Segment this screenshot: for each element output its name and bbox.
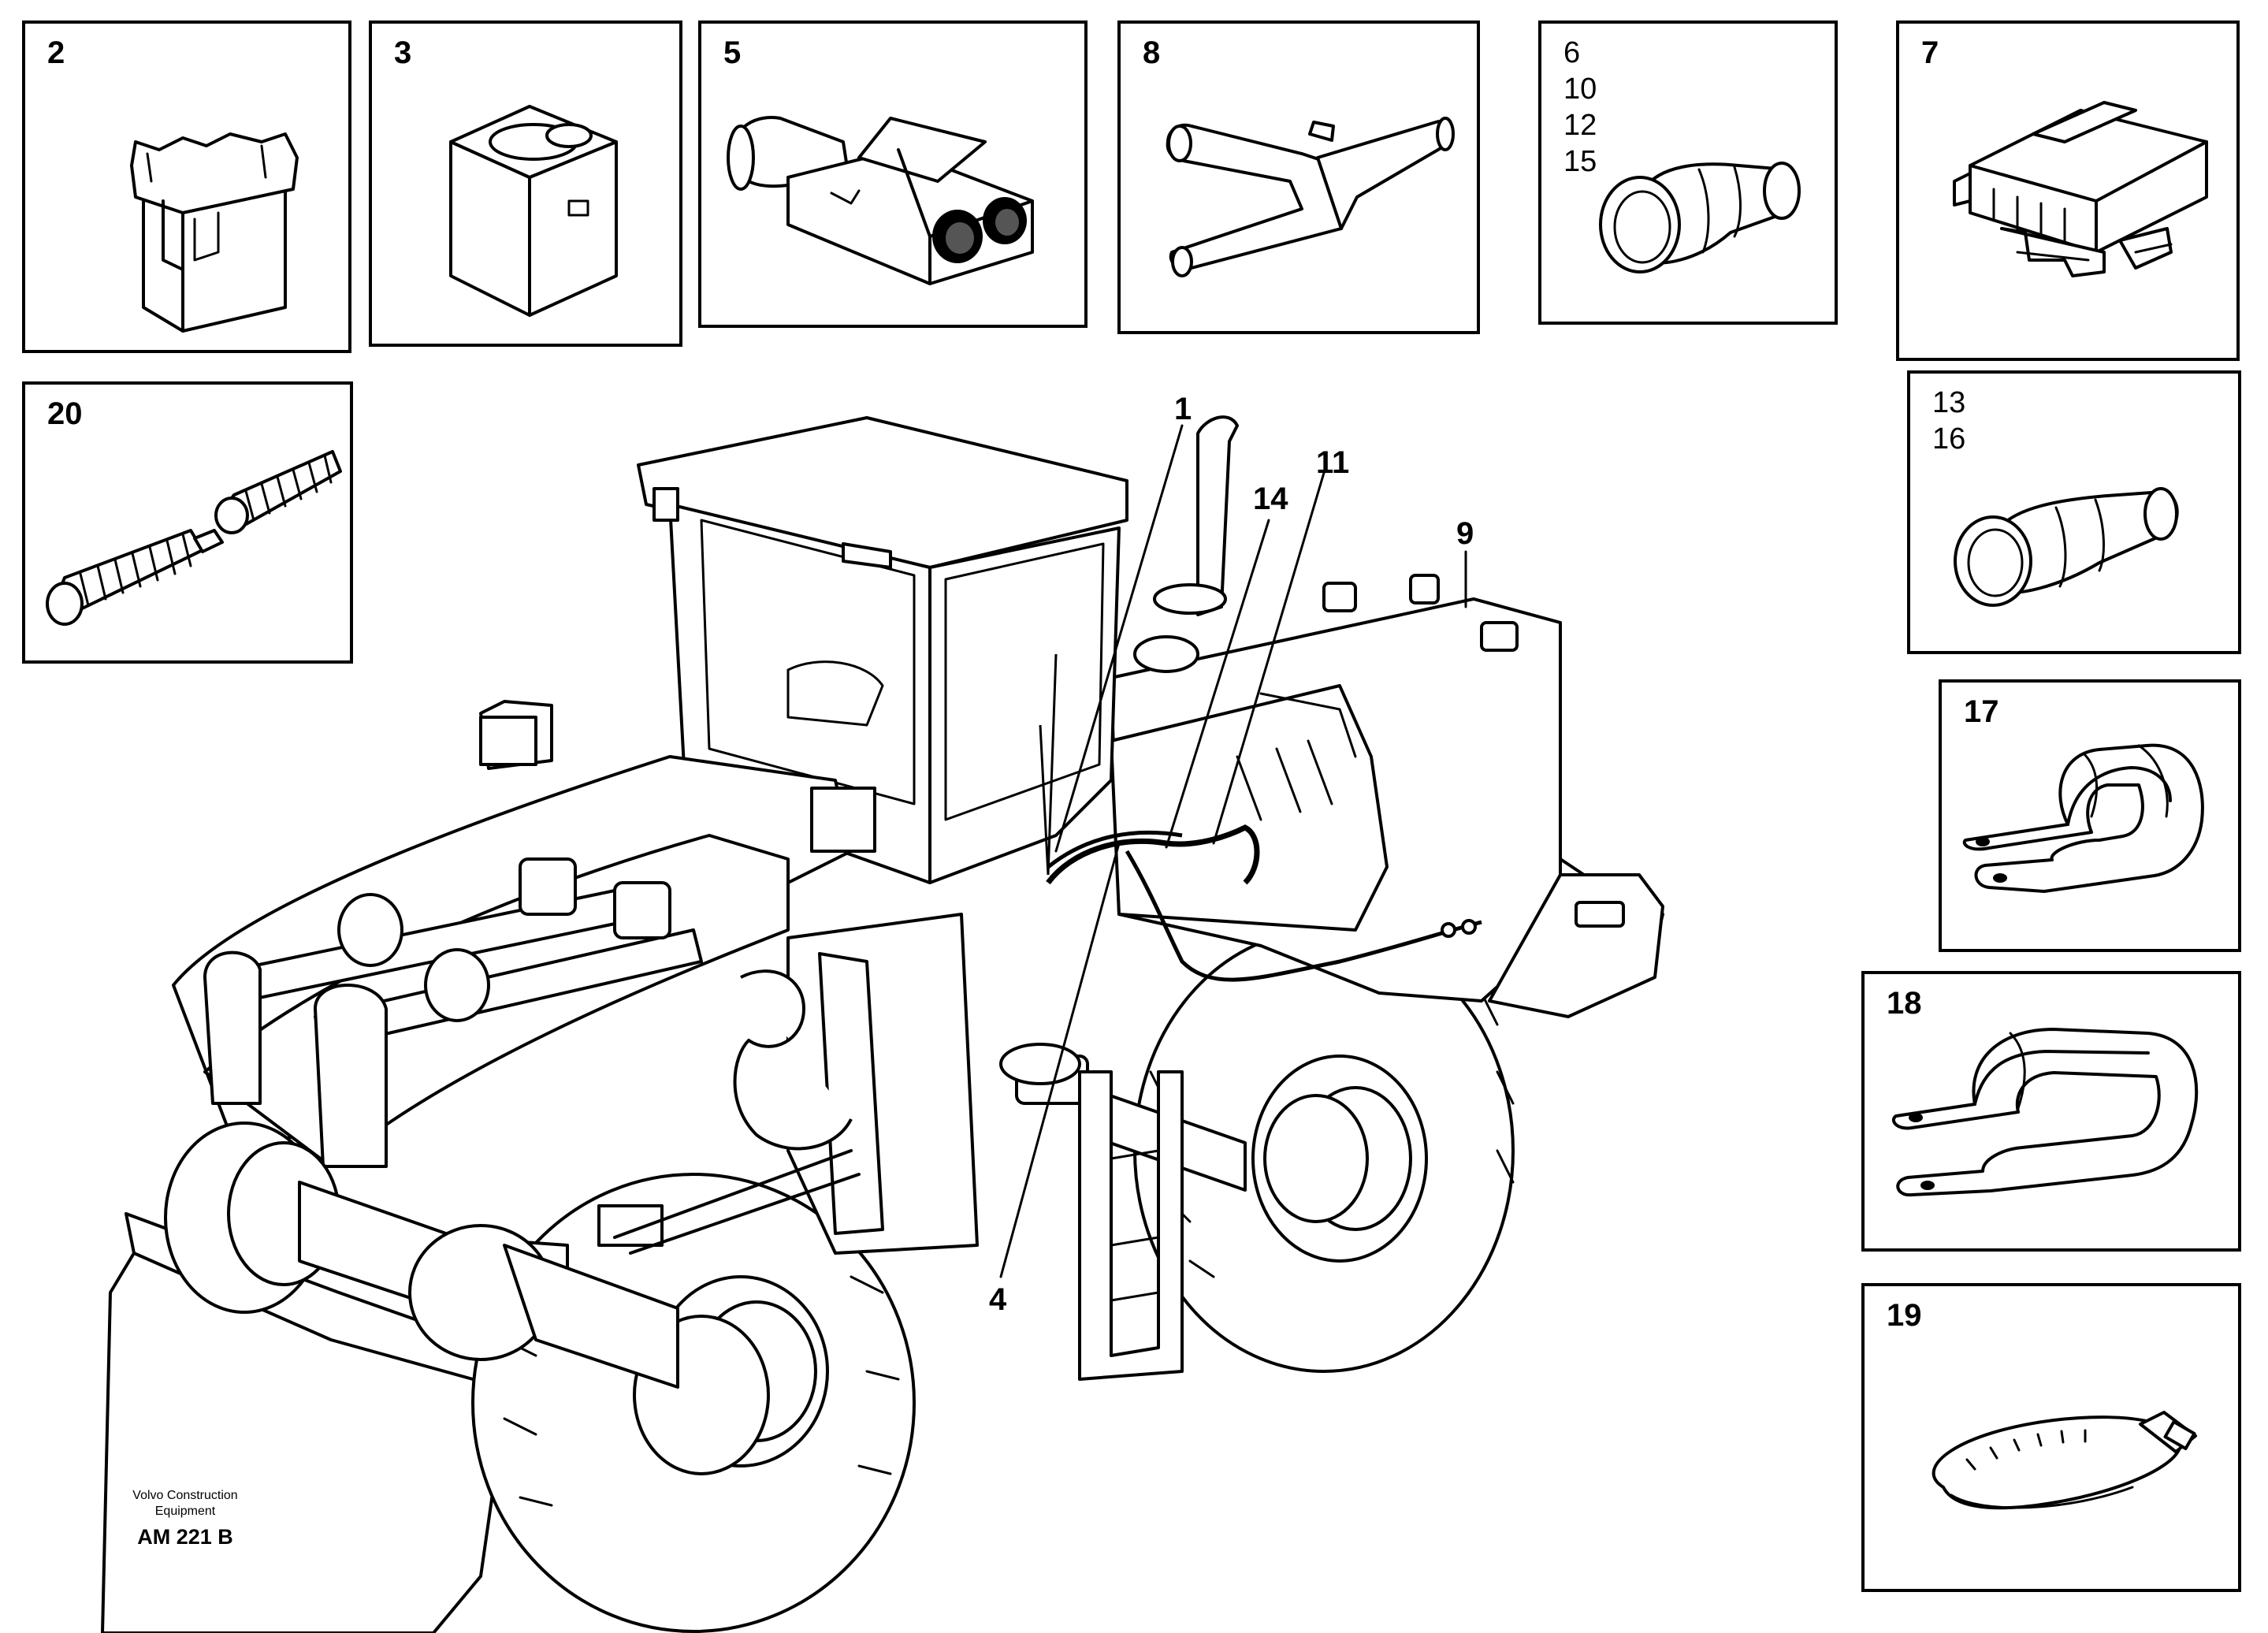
- panel-part-5: 5: [698, 20, 1088, 328]
- cable-tie-icon: [1932, 1411, 2197, 1510]
- y-branch-tube-icon: [1166, 117, 1455, 277]
- part-number-label: 8: [1143, 35, 1161, 70]
- engine-hood: [1110, 574, 1664, 1018]
- callout-14: 14: [1253, 482, 1288, 516]
- lift-cylinders: [203, 857, 703, 1168]
- corrugated-conduit-icon: [46, 450, 342, 626]
- part-number-label: 5: [723, 35, 742, 70]
- panel-part-6: 6 10 12 15: [1538, 20, 1838, 325]
- panel-part-13: 13 16: [1907, 370, 2241, 654]
- callout-9: 9: [1456, 516, 1474, 551]
- credit-line-1: Volvo Construction: [132, 1489, 238, 1502]
- p-clamp-icon: [1962, 743, 2204, 893]
- part-number-label: 17: [1964, 694, 1999, 729]
- part-number-label: 18: [1887, 986, 1922, 1021]
- rubber-boot-icon: [1599, 162, 1801, 273]
- panel-part-3: 3: [369, 20, 682, 347]
- wiring-harness: [1039, 653, 1482, 982]
- connector-housing-icon: [130, 132, 299, 333]
- panel-part-2: 2: [22, 20, 351, 353]
- callout-1: 1: [1174, 392, 1192, 426]
- rubber-boot-icon: [1954, 487, 2179, 607]
- callout-4: 4: [989, 1282, 1007, 1317]
- part-number-label: 3: [394, 35, 412, 70]
- credit-line-2: Equipment: [154, 1505, 216, 1518]
- panel-part-7: 7: [1896, 20, 2240, 361]
- panel-part-20: 20: [22, 381, 353, 664]
- p-clamp-large-icon: [1891, 1028, 2199, 1197]
- callout-11: 11: [1316, 445, 1349, 480]
- exhaust-stack: [1133, 415, 1239, 673]
- panel-part-17: 17: [1939, 679, 2241, 952]
- panel-part-18: 18: [1861, 971, 2241, 1252]
- leader-lines: [999, 424, 1467, 1278]
- multi-pin-connector-icon: [1953, 101, 2208, 277]
- front-axle: [164, 1122, 861, 1475]
- part-number-label: 6 10 12 15: [1563, 36, 1597, 178]
- drawing-code: AM 221 B: [137, 1525, 233, 1549]
- panel-part-8: 8: [1117, 20, 1480, 334]
- part-number-label: 20: [47, 396, 83, 431]
- ladder: [1078, 1070, 1184, 1381]
- two-pin-connector-icon: [727, 116, 1034, 285]
- panel-part-19: 19: [1861, 1283, 2241, 1592]
- part-number-label: 19: [1887, 1298, 1922, 1333]
- part-number-label: 7: [1921, 35, 1939, 70]
- part-number-label: 2: [47, 35, 65, 70]
- connector-socket-icon: [449, 105, 618, 317]
- part-number-label: 13 16: [1932, 386, 1966, 456]
- manufacturer-credit: Volvo Construction Equipment AM 221 B: [110, 1488, 260, 1551]
